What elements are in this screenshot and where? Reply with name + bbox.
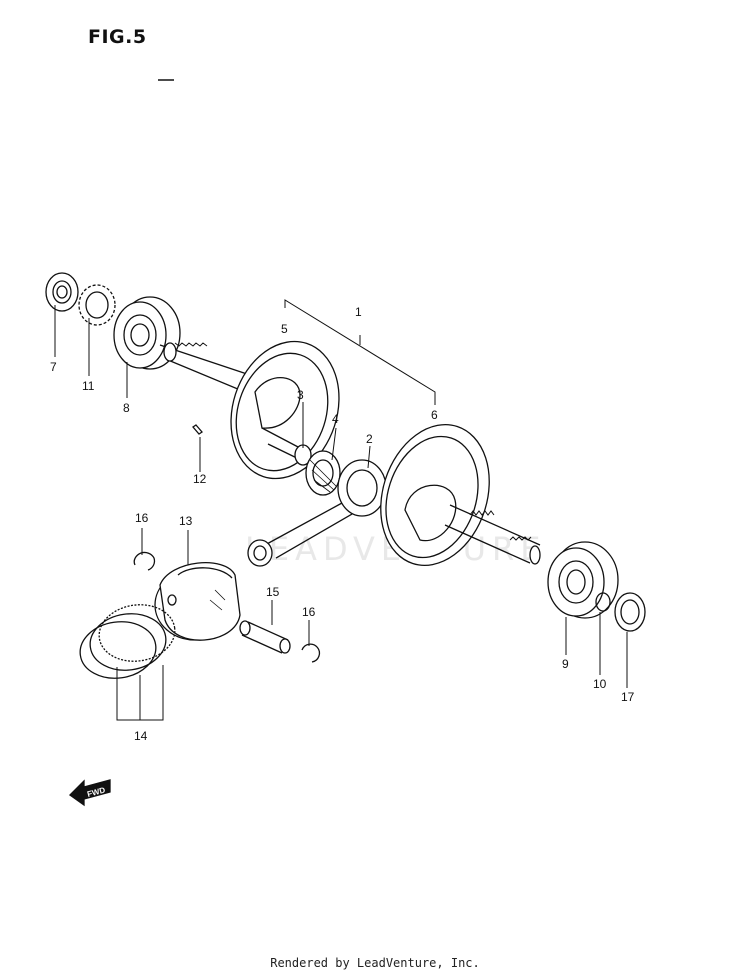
circlip-upper (133, 552, 155, 571)
part-label-15: 15 (266, 585, 280, 599)
leader-lines (54, 299, 628, 721)
footer-credit: Rendered by LeadVenture, Inc. (270, 956, 480, 970)
part-label-11: 11 (82, 379, 95, 393)
piston (154, 562, 241, 641)
woodruff-key (192, 424, 203, 435)
part-label-4: 4 (332, 412, 339, 426)
oil-seal-right (614, 592, 646, 632)
part-label-16b: 16 (302, 605, 316, 619)
fwd-arrow-icon (68, 779, 111, 807)
connecting-rod (247, 459, 387, 567)
part-label-9: 9 (562, 657, 569, 671)
part-label-8: 8 (123, 401, 130, 415)
bearing-right (547, 541, 619, 619)
crank-web-left (230, 340, 340, 480)
part-label-5: 5 (281, 322, 288, 336)
part-label-17: 17 (621, 690, 635, 704)
piston-rings (79, 604, 176, 679)
circlip-lower (301, 643, 321, 663)
part-label-14: 14 (134, 729, 148, 743)
crankshaft-left-shaft (159, 342, 251, 393)
o-ring (595, 592, 611, 612)
oil-seal-left (45, 272, 79, 312)
part-label-7: 7 (50, 360, 57, 374)
crankshaft-assembly (45, 272, 646, 807)
part-number-labels: 1 5 6 3 4 2 7 11 8 12 16 13 15 16 9 10 1… (50, 305, 635, 743)
needle-bearing (305, 450, 341, 496)
part-label-16a: 16 (135, 511, 149, 525)
part-label-13: 13 (179, 514, 193, 528)
part-label-10: 10 (593, 677, 607, 691)
spacer-gear (78, 284, 116, 326)
piston-pin (239, 620, 291, 654)
part-label-12: 12 (193, 472, 207, 486)
figure-title: FIG.5 (88, 26, 147, 48)
part-label-1: 1 (355, 305, 362, 319)
part-label-3: 3 (297, 388, 304, 402)
part-label-6: 6 (431, 408, 438, 422)
crankshaft-right-shaft (444, 504, 541, 565)
part-label-2: 2 (366, 432, 373, 446)
